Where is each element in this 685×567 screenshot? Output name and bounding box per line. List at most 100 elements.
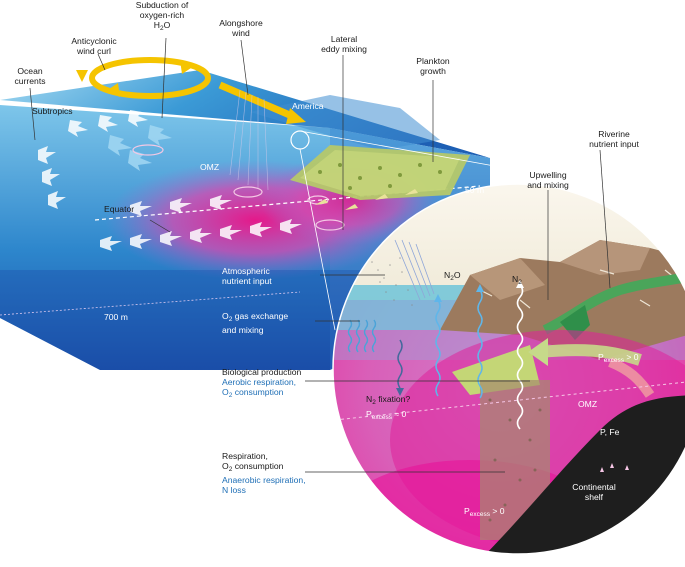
label-subduction-line3: H2O (120, 20, 204, 34)
label-n2fix-sub: 2 (372, 399, 376, 406)
label-anticyclonic-line1: Anticyclonic (71, 36, 117, 46)
wind-streaks (229, 89, 269, 191)
label-plankton-line2: growth (420, 66, 446, 76)
leader-lines (29, 37, 611, 473)
label-alongshore-line2: wind (232, 28, 250, 38)
label-pexcess-upper-sub: excess (603, 357, 624, 364)
label-equator: Equator (104, 204, 135, 214)
circle-depth-line (334, 379, 685, 421)
label-lateral-eddy: Lateral eddy mixing (308, 34, 380, 54)
label-pexcess-zero-sub: excess (371, 414, 392, 421)
label-subduction-line2: oxygen-rich (139, 10, 185, 20)
label-atmospheric-line1: Atmospheric (222, 266, 270, 276)
label-o2-o: O (222, 311, 229, 321)
label-pexcess-gt-upper: Pexcess > 0 (598, 352, 639, 366)
label-resp-sub: 2 (228, 466, 233, 473)
label-bioprod-rest: consumption (232, 387, 284, 397)
label-pexcess-zero-p: P (366, 409, 372, 419)
label-n2-sub: 2 (518, 279, 522, 286)
label-n2-n: N (512, 274, 519, 284)
zoom-line-bottom (299, 148, 336, 331)
label-atmospheric-line2: nutrient input (222, 276, 272, 286)
label-subduction: Subduction of oxygen-rich H2O (120, 0, 204, 34)
label-omz-block: OMZ (200, 162, 220, 172)
gas-exchange-waves (347, 319, 377, 353)
label-pexcess-upper-val: > 0 (623, 352, 639, 362)
label-respiration: Respiration, O2 consumption Anaerobic re… (222, 451, 306, 495)
label-bioprod-o: O (222, 387, 229, 397)
alongshore-wind-arrow (218, 81, 306, 124)
label-biological-production: Biological production Aerobic respiratio… (222, 367, 301, 401)
n2-flux-wave-main (516, 284, 524, 430)
label-shelf-line2: shelf (584, 492, 604, 502)
label-alongshore-line1: Alongshore (219, 18, 263, 28)
label-lateral-line2: eddy mixing (321, 44, 367, 54)
upwelling-arrow (539, 344, 642, 366)
label-upwelling-line1: Upwelling (529, 170, 567, 180)
label-subduction-line1: Subduction of (135, 0, 189, 10)
label-pexcess-gt-lower: Pexcess > 0 (464, 506, 505, 520)
label-upwelling: Upwelling and mixing (512, 170, 584, 190)
label-depth-50: 50 m (465, 185, 485, 195)
dust-particles (371, 257, 413, 306)
label-omz-circle: OMZ (578, 399, 598, 409)
label-pexcess-lower-p: P (464, 506, 470, 516)
rain-streaks (394, 239, 435, 301)
anticyclonic-wind-arrow (76, 57, 211, 99)
label-subduction-o: O (163, 20, 171, 30)
label-riverine: Riverine nutrient input (566, 129, 662, 149)
label-resp-rest: consumption (232, 461, 284, 471)
label-subtropics: Subtropics (32, 106, 73, 116)
zoom-line-top (299, 130, 601, 186)
label-resp-line1: Respiration, (222, 451, 268, 461)
n2-fixation-wave (397, 339, 403, 389)
label-depth-700: 700 m (104, 312, 128, 322)
label-america: America (292, 101, 324, 111)
label-n2o-o: O (453, 270, 461, 280)
label-shelf-line1: Continental (572, 482, 616, 492)
label-o2-gas-exchange: O2 gas exchange and mixing (222, 311, 288, 335)
label-anticyclonic: Anticyclonic wind curl (54, 36, 134, 56)
label-riverine-line1: Riverine (598, 129, 630, 139)
label-resp-line4: N loss (222, 485, 246, 495)
label-subduction-sub: 2 (159, 25, 164, 32)
label-n2o: N2O (444, 270, 461, 284)
label-bioprod-line1: Biological production (222, 367, 302, 377)
label-p-fe: P, Fe (600, 427, 620, 437)
label-bioprod-line3: O2 consumption (222, 387, 301, 401)
label-lateral-line1: Lateral (330, 34, 358, 44)
label-n2: N2 (512, 274, 522, 288)
n2-flux-wave-1 (477, 289, 483, 399)
n2o-flux-wave (435, 299, 441, 397)
label-n2fix-rest: fixation? (375, 394, 411, 404)
plankton-band (290, 145, 470, 210)
label-n2fix-n: N (366, 394, 373, 404)
label-pexcess-upper-p: P (598, 352, 604, 362)
label-alongshore: Alongshore wind (206, 18, 276, 38)
label-subduction-h: H (153, 20, 160, 30)
label-ocean-line1: Ocean (17, 66, 43, 76)
label-pexcess-zero-val: ≈ 0 (391, 409, 407, 419)
label-plankton-line1: Plankton (416, 56, 450, 66)
label-o2-line1: O2 gas exchange (222, 311, 288, 325)
label-pexcess-zero: Pexcess ≈ 0 (366, 409, 406, 423)
label-bioprod-sub: 2 (228, 392, 233, 399)
label-plankton: Plankton growth (402, 56, 464, 76)
label-ocean-line2: currents (14, 76, 46, 86)
label-resp-line2: O2 consumption (222, 461, 306, 475)
label-resp-o: O (222, 461, 229, 471)
subduction-arrows (108, 125, 172, 171)
label-o2-sub: 2 (228, 316, 233, 323)
ocean-current-arrows (38, 110, 302, 251)
label-pexcess-lower-val: > 0 (489, 506, 505, 516)
label-n2-fixation: N2 fixation? (366, 394, 410, 408)
america-land (250, 95, 440, 150)
label-riverine-line2: nutrient input (589, 139, 639, 149)
label-o2-rest: gas exchange (232, 311, 289, 321)
label-pexcess-lower-sub: excess (469, 511, 490, 518)
label-bioprod-line2: Aerobic respiration, (222, 377, 297, 387)
label-resp-line3: Anaerobic respiration, (222, 475, 306, 485)
label-n2o-n: N (444, 270, 451, 280)
label-ocean-currents: Ocean currents (0, 66, 60, 86)
